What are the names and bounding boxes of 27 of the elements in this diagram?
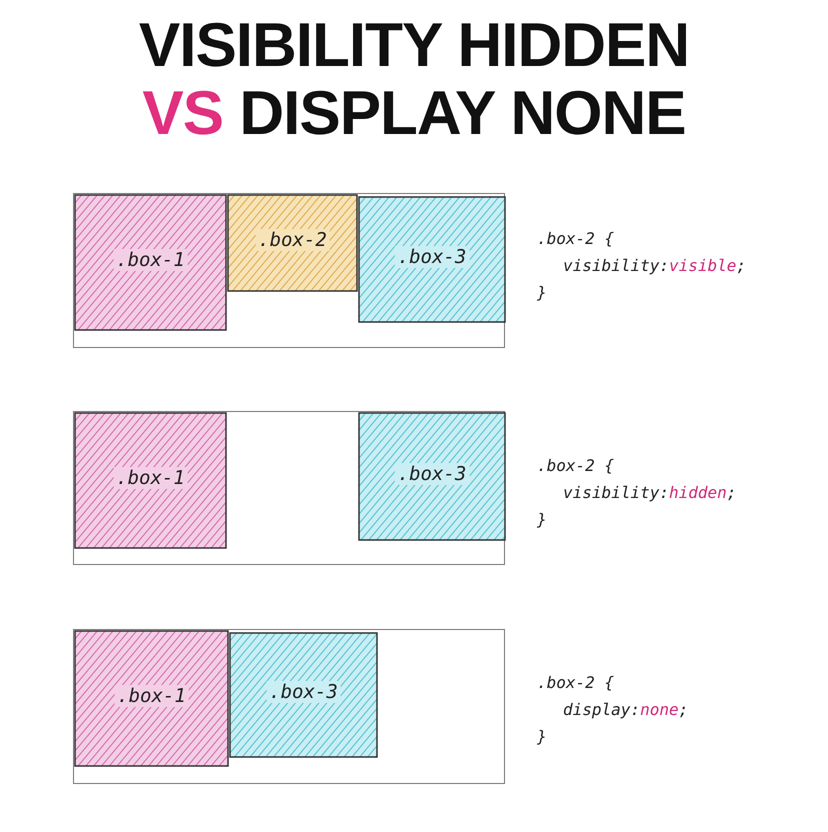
hatched-box xyxy=(229,632,378,758)
box-label: .box-1 xyxy=(113,248,188,270)
box-label: .box-2 xyxy=(255,229,330,251)
code-line: .box-2 { xyxy=(537,456,614,475)
code-line: } xyxy=(537,283,547,302)
hatched-box xyxy=(74,630,229,767)
title: VISIBILITY HIDDEN VS DISPLAY NONE xyxy=(138,12,690,148)
code-line: display:none; xyxy=(563,700,688,719)
box-label: .box-3 xyxy=(394,246,470,268)
code-line: } xyxy=(537,727,547,746)
hatched-box xyxy=(74,194,227,331)
container-box xyxy=(73,629,505,784)
box-label: .box-1 xyxy=(114,684,189,706)
code-line: visibility:visible; xyxy=(563,256,746,275)
hatched-box xyxy=(358,412,506,541)
container-box xyxy=(73,193,505,348)
box-label: .box-1 xyxy=(113,466,188,488)
code-line: visibility:hidden; xyxy=(563,483,736,502)
container-box xyxy=(73,411,505,565)
box-label: .box-3 xyxy=(394,462,470,484)
code-line: .box-2 { xyxy=(537,673,614,692)
hatched-box xyxy=(227,194,358,292)
hatched-box xyxy=(358,196,506,323)
hatched-box xyxy=(74,412,227,549)
code-line: .box-2 { xyxy=(537,229,614,248)
code-line: } xyxy=(537,510,547,529)
box-label: .box-3 xyxy=(266,681,341,703)
